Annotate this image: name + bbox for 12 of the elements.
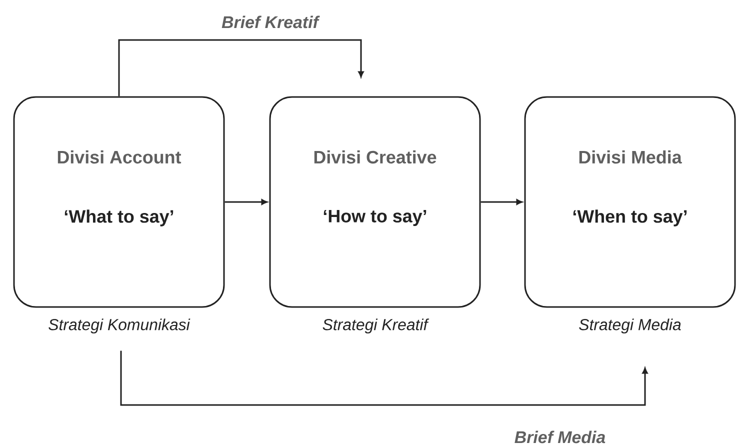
node-caption: Strategi Kreatif [322, 318, 430, 334]
edge-label: Brief Media [514, 430, 606, 444]
node-caption: Strategi Media [579, 318, 681, 334]
edge-label: Brief Kreatif [222, 16, 320, 28]
arrow [118, 39, 364, 96]
process-box: Divisi Account ‘What to say’ [13, 96, 225, 308]
node-caption: Strategi Komunikasi [48, 318, 190, 334]
arrow [120, 350, 648, 406]
process-box: Divisi Creative ‘How to say’ [269, 96, 481, 308]
arrow [224, 199, 268, 205]
arrow [480, 199, 522, 205]
process-box: Divisi Media ‘When to say’ [524, 96, 736, 308]
